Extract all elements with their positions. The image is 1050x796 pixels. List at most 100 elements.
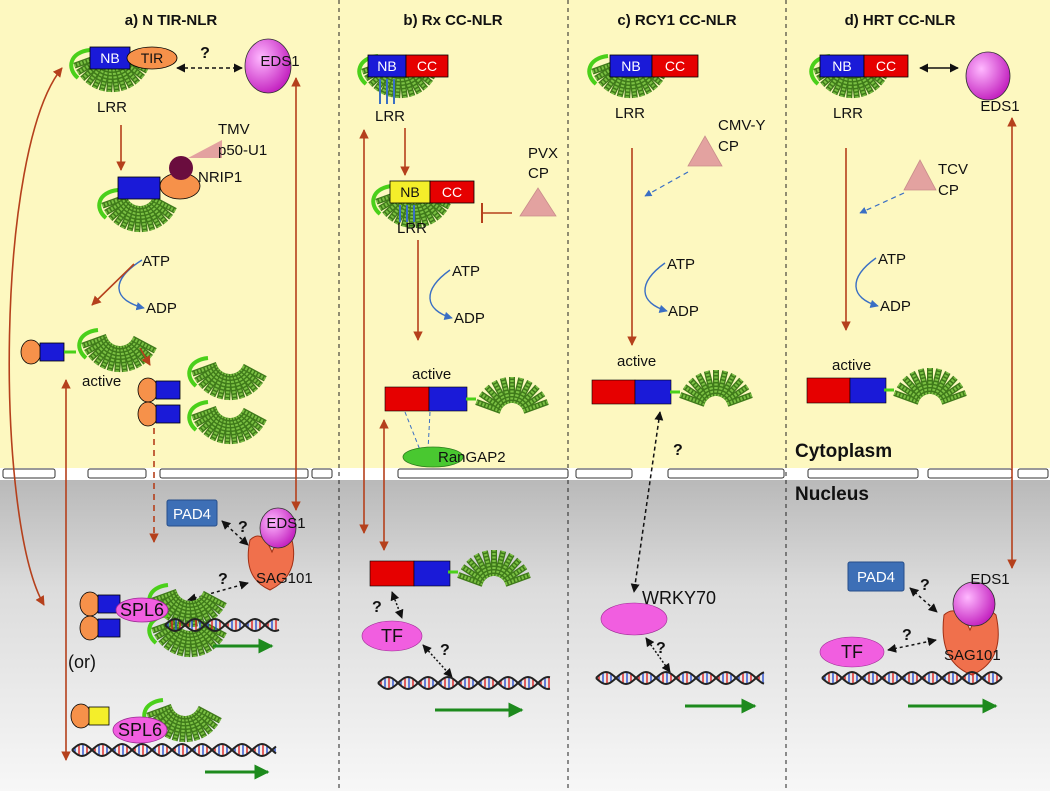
nb-label: NB — [400, 184, 419, 200]
panel-b: NB CC LRR NB CC LRR PVX CP ATP ADP activ… — [357, 54, 558, 718]
cc-domain-b1 — [405, 54, 449, 78]
dna-interaction-arrow-b — [422, 644, 453, 678]
dna-interaction-arrow-c — [645, 637, 671, 673]
atp-label: ATP — [142, 253, 170, 270]
cc-domain-b4 — [369, 560, 415, 587]
cc-label: CC — [442, 184, 462, 200]
active-label-c: active — [617, 353, 656, 370]
question-mark: ? — [238, 519, 248, 536]
rangap2-label: RanGAP2 — [438, 449, 506, 466]
lrr-label: LRR — [375, 108, 405, 125]
cc-domain-d2 — [806, 377, 851, 404]
nb-lrr-contacts-b1 — [379, 79, 395, 104]
tcv-effector-shape — [903, 159, 937, 191]
eds1-label: EDS1 — [980, 98, 1019, 115]
eds1-label: EDS1 — [266, 515, 305, 532]
tir-domain-a6 — [79, 591, 101, 617]
atp-label: ATP — [667, 256, 695, 273]
sag101-label: SAG101 — [256, 570, 313, 587]
eds1-label: EDS1 — [260, 53, 299, 70]
atp-hydrolysis-arrow — [644, 262, 668, 313]
lrr-domain-a2 — [97, 188, 177, 233]
dna-d — [821, 670, 1003, 686]
panel-dividers — [338, 0, 787, 791]
nrip1-label: NRIP1 — [198, 169, 242, 186]
pad4-protein-a — [166, 499, 218, 527]
dna-a1 — [164, 617, 280, 633]
cc-domain-b3 — [384, 386, 430, 412]
spl6-label: SPL6 — [118, 720, 162, 740]
nucleus-label: Nucleus — [795, 484, 869, 505]
question-mark: ? — [673, 442, 683, 459]
pad4-protein-d — [847, 561, 905, 592]
adp-label: ADP — [668, 303, 699, 320]
pvx-label: PVX — [528, 145, 558, 162]
question-mark: ? — [440, 642, 450, 659]
dna-c — [595, 670, 765, 686]
sag101-interaction-arrow — [187, 580, 249, 603]
lrr-domain-a3 — [77, 328, 157, 373]
adp-label: ADP — [146, 300, 177, 317]
panel-title-b: b) Rx CC-NLR — [403, 12, 502, 29]
cc-domain-c2 — [591, 379, 636, 405]
panel-a: NB TIR LRR ? EDS1 TMV p50-U1 NRIP1 ATP A… — [8, 38, 313, 780]
lrr-label: LRR — [397, 220, 427, 237]
cmv-cp-label: CP — [718, 138, 739, 155]
question-mark: ? — [920, 577, 930, 594]
active-label-a: active — [82, 373, 121, 390]
adp-label: ADP — [880, 298, 911, 315]
nb-lrr-contacts-b2 — [399, 205, 415, 222]
cc-domain-c1 — [651, 54, 699, 78]
tir-domain-a7 — [79, 615, 101, 641]
cc-domain-d1 — [863, 54, 909, 78]
atp-hydrolysis-arrow — [855, 257, 879, 308]
lrr-label: LRR — [615, 105, 645, 122]
question-mark: ? — [200, 45, 210, 62]
panel-title-a: a) N TIR-NLR — [125, 12, 218, 29]
dna-b — [377, 675, 551, 691]
tir-domain-a4 — [137, 377, 159, 403]
step-arrow-a3 — [139, 347, 151, 366]
tf-interaction-arrow-d — [887, 637, 937, 653]
atp-label: ATP — [452, 263, 480, 280]
nb-domain-a3 — [39, 342, 65, 362]
spl6-protein-a2 — [112, 716, 168, 744]
lrr-label: LRR — [97, 99, 127, 116]
nb-domain-d2 — [849, 377, 887, 404]
tir-domain-a1 — [126, 46, 178, 70]
lrr-domain-a8 — [142, 698, 222, 743]
wrky70-label: WRKY70 — [642, 588, 716, 608]
tf-protein-b — [361, 620, 423, 652]
adp-label: ADP — [454, 310, 485, 327]
nb-domain-c2 — [634, 379, 672, 405]
lrr-domain-a4 — [187, 356, 267, 401]
nb-domain-a4 — [155, 380, 181, 400]
pvx-cp-label: CP — [528, 165, 549, 182]
pad4-interaction-arrow-d — [909, 587, 938, 613]
nb-label: NB — [377, 58, 396, 74]
nb-domain-a5 — [155, 404, 181, 424]
nb-domain-a2 — [117, 176, 161, 200]
panel-title-c: c) RCY1 CC-NLR — [617, 12, 736, 29]
panel-c: NB CC LRR CMV-Y CP ATP ADP active ? WRKY… — [587, 54, 766, 714]
nb-label: NB — [100, 50, 119, 66]
tf-label: TF — [841, 642, 863, 662]
tir-domain-a5 — [137, 401, 159, 427]
eds1-label: EDS1 — [970, 571, 1009, 588]
spl6-label: SPL6 — [120, 600, 164, 620]
p50-bound — [169, 156, 193, 180]
tir-domain-a3 — [20, 339, 42, 365]
question-mark: ? — [218, 571, 228, 588]
panel-d: NB CC LRR EDS1 TCV CP ATP ADP active PAD… — [806, 51, 1020, 714]
lrr-label: LRR — [833, 105, 863, 122]
cc-label: CC — [876, 58, 896, 74]
p50-label: p50-U1 — [218, 142, 267, 159]
active-label-b: active — [412, 366, 451, 383]
nb-domain-a7 — [97, 618, 121, 638]
pad4-label: PAD4 — [857, 569, 895, 586]
panel-title-d: d) HRT CC-NLR — [845, 12, 956, 29]
eds1-nuclear-a — [259, 507, 297, 549]
question-mark: ? — [656, 640, 666, 657]
